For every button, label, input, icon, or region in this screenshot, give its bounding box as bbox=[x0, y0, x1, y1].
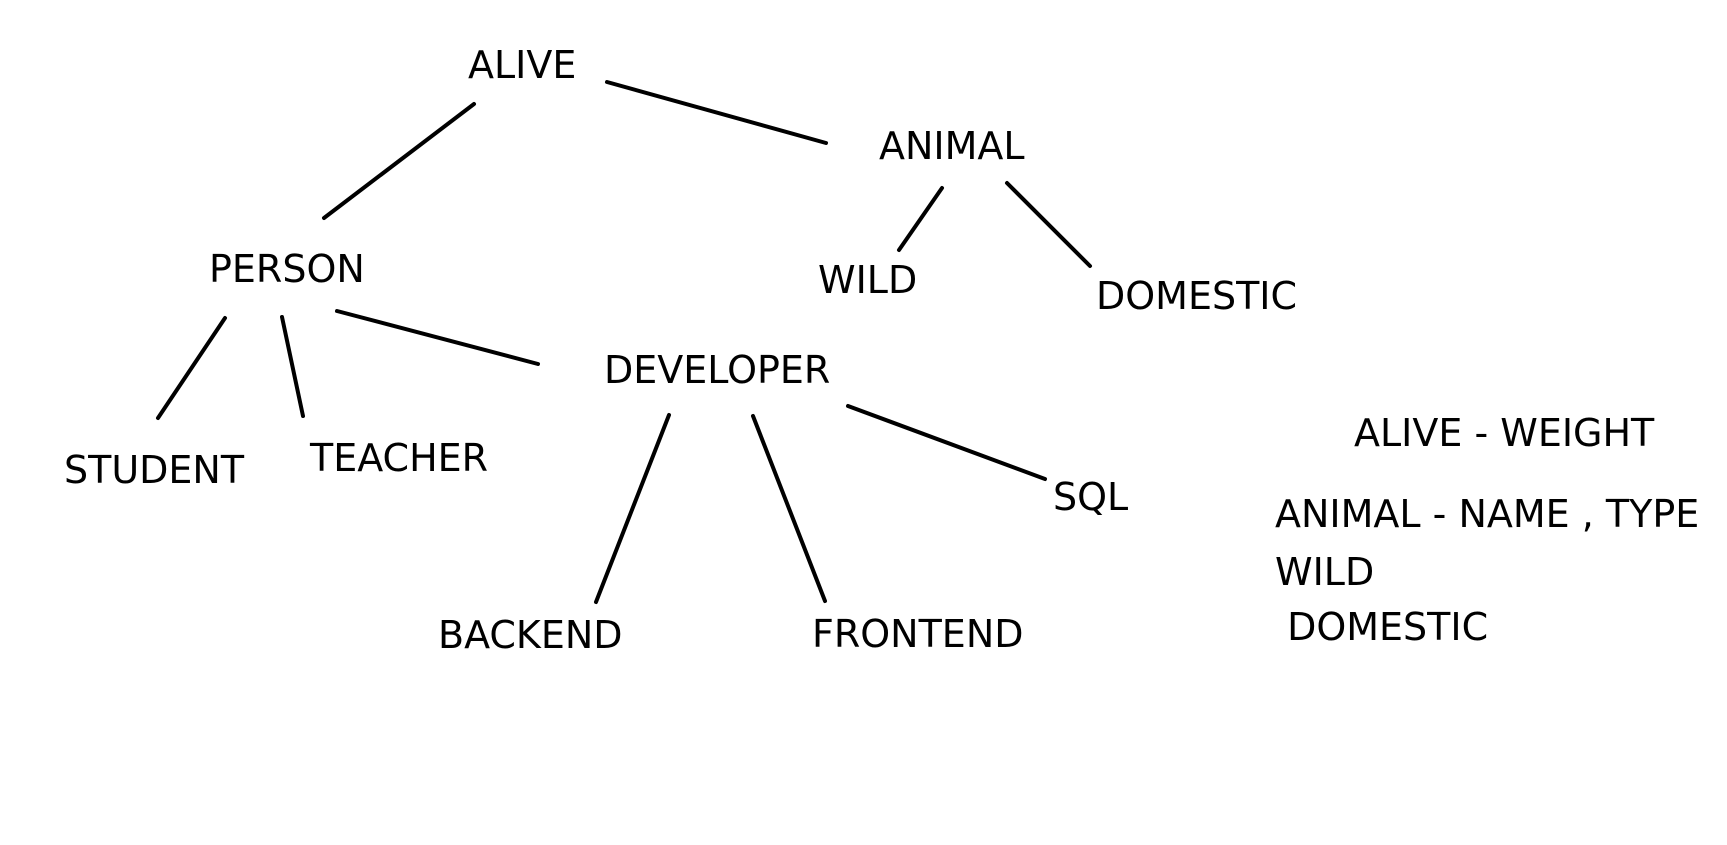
edge-person-student bbox=[156, 316, 227, 420]
edge-animal-domestic bbox=[1005, 181, 1092, 268]
node-alive: ALIVE bbox=[468, 43, 577, 87]
edge-developer-frontend bbox=[751, 414, 827, 603]
node-student: STUDENT bbox=[64, 448, 245, 492]
node-wild: WILD bbox=[818, 258, 918, 302]
note-animal-attributes: ANIMAL - NAME , TYPE bbox=[1275, 492, 1700, 536]
edge-animal-wild bbox=[897, 186, 944, 252]
node-developer: DEVELOPER bbox=[604, 348, 831, 392]
node-frontend: FRONTEND bbox=[812, 612, 1024, 656]
note-alive-attributes: ALIVE - WEIGHT bbox=[1354, 411, 1655, 455]
node-animal: ANIMAL bbox=[879, 124, 1025, 168]
note-wild: WILD bbox=[1275, 550, 1375, 594]
node-backend: BACKEND bbox=[438, 613, 623, 657]
note-domestic: DOMESTIC bbox=[1275, 605, 1489, 649]
edge-developer-backend bbox=[594, 413, 671, 604]
edge-person-developer bbox=[335, 309, 540, 366]
edge-person-teacher bbox=[280, 315, 305, 418]
node-sql: SQL bbox=[1053, 475, 1129, 519]
node-person: PERSON bbox=[209, 247, 365, 291]
edge-alive-person bbox=[322, 102, 476, 220]
edge-alive-animal bbox=[605, 80, 828, 145]
node-domestic: DOMESTIC bbox=[1096, 274, 1298, 318]
node-teacher: TEACHER bbox=[310, 436, 489, 480]
edge-developer-sql bbox=[846, 404, 1047, 481]
